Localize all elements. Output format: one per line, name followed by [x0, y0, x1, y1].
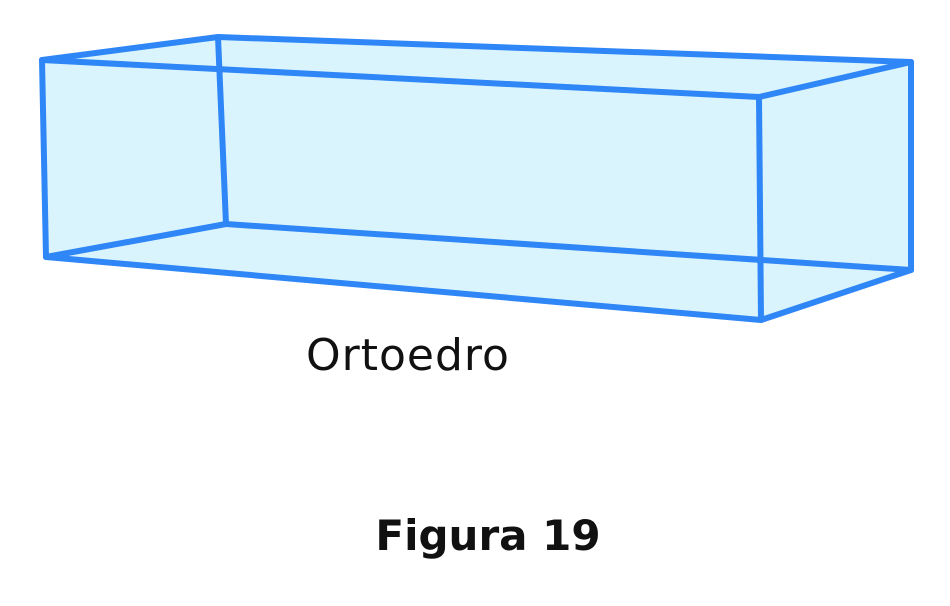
cuboid-left-face — [42, 37, 226, 257]
shape-name-label: Ortoedro — [306, 330, 510, 381]
cuboid-right-face — [759, 62, 911, 320]
cuboid-top-face — [42, 37, 911, 97]
edge-back-bottom — [223, 221, 914, 273]
edge-front-top — [39, 57, 762, 100]
figure-caption: Figura 19 — [375, 511, 601, 560]
edge-front-left — [39, 57, 49, 260]
edge-front-bottom — [43, 254, 764, 323]
edge-bottom-left-depth — [43, 221, 229, 260]
edge-top-right-depth — [756, 59, 914, 100]
edge-front-right — [756, 94, 764, 323]
edge-back-top — [215, 34, 914, 65]
edge-bottom-right-depth — [758, 267, 914, 323]
cuboid-bottom-face — [46, 224, 911, 320]
cuboid-edges — [39, 34, 914, 323]
edge-top-left-depth — [39, 34, 221, 63]
